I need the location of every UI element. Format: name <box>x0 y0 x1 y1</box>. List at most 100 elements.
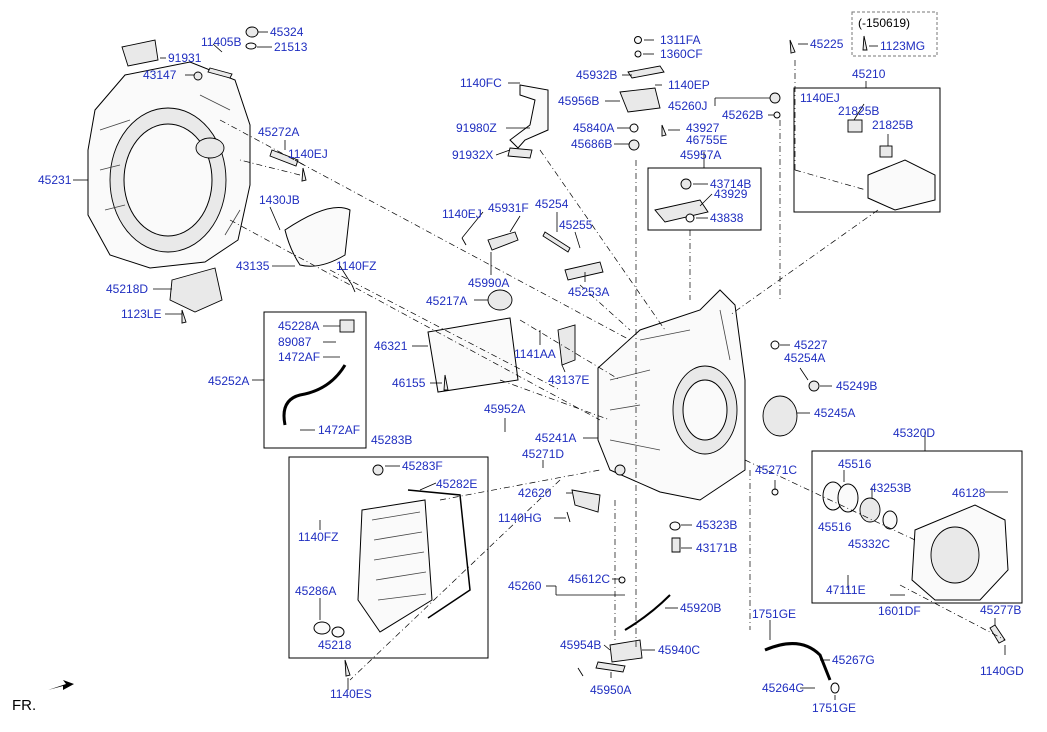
bolt-1123LE-shape <box>181 309 187 324</box>
label-45267G: 45267G <box>832 653 875 667</box>
label-1123LE: 1123LE <box>121 307 161 321</box>
label-45283F: 45283F <box>402 459 443 473</box>
label-45952A: 45952A <box>484 402 525 416</box>
fitting-45228A-shape <box>339 319 355 333</box>
label-45218D: 45218D <box>106 282 148 296</box>
washer-45218-shape <box>331 626 345 638</box>
label-1751GE-2: 1751GE <box>812 701 856 715</box>
label-45228A: 45228A <box>278 319 319 333</box>
plug-45260J-shape <box>769 92 781 104</box>
plug-45249B-shape <box>808 380 820 392</box>
washer-1360CF-shape <box>634 50 642 58</box>
label-45241A: 45241A <box>535 431 576 445</box>
seal-1751GE-shape <box>830 682 840 694</box>
label-45210: 45210 <box>852 67 886 81</box>
bracket-21825B-2-shape <box>879 145 893 158</box>
label-43137E: 43137E <box>548 373 589 387</box>
seal-45245A-shape <box>762 395 798 437</box>
bolt-1140EJ-shape <box>301 167 307 182</box>
bearing-45332C-shape <box>882 510 898 530</box>
bolt-43147-shape <box>193 71 203 81</box>
plug-45271D-shape <box>614 464 626 476</box>
label-45218: 45218 <box>318 638 352 652</box>
label-45516: 45516 <box>838 457 872 471</box>
label-45957A: 45957A <box>680 148 721 162</box>
label-45920B: 45920B <box>680 601 721 615</box>
plate-43929-shape <box>654 199 709 223</box>
label-91931: 91931 <box>168 51 202 65</box>
label-43253B: 43253B <box>870 481 911 495</box>
label-45283B: 45283B <box>371 433 412 447</box>
label-1140EP: 1140EP <box>668 78 710 92</box>
label-45260J: 45260J <box>668 99 707 113</box>
variant-note-box <box>851 11 938 57</box>
label-43147: 43147 <box>143 68 177 82</box>
label-45516-2: 45516 <box>818 520 852 534</box>
sensor-45920B-shape <box>624 594 671 631</box>
bracket-91931-shape <box>121 39 159 67</box>
clip-91932X-shape <box>507 147 533 159</box>
label-45253A: 45253A <box>568 285 609 299</box>
bolt-1123MG-shape <box>862 35 868 51</box>
front-arrow-icon <box>48 680 74 690</box>
seal-45217A-shape <box>487 289 513 311</box>
label-45323B: 45323B <box>696 518 737 532</box>
bracket-91980Z-shape <box>509 84 549 149</box>
group-box-45283B <box>288 456 489 659</box>
label-21513: 21513 <box>274 40 308 54</box>
label-1430JB: 1430JB <box>259 193 300 207</box>
label-1141AA: 1141AA <box>514 347 556 361</box>
label-1140EJ-tcm: 1140EJ <box>800 91 840 105</box>
label-45245A: 45245A <box>814 406 855 420</box>
label-45324: 45324 <box>270 25 304 39</box>
group-box-45320D <box>811 450 1023 604</box>
label-46128: 46128 <box>952 486 986 500</box>
oil-pan-shape <box>357 499 433 633</box>
label-45932B: 45932B <box>576 68 617 82</box>
label-91932X: 91932X <box>452 148 493 162</box>
label-45231: 45231 <box>38 173 72 187</box>
pin-43714B-shape <box>680 178 692 190</box>
bearing-43253B-shape <box>859 497 881 523</box>
label-45282E: 45282E <box>436 477 477 491</box>
group-box-45957A <box>647 167 762 231</box>
bolt-45225-shape <box>789 39 796 54</box>
alignment-lines <box>219 60 1006 681</box>
plug-45283F-shape <box>372 464 384 476</box>
label-1140HG: 1140HG <box>498 511 542 525</box>
seal-45840A-shape <box>629 123 639 133</box>
oil-filter-46321-shape <box>427 317 519 393</box>
bolt-1140ES-shape <box>344 659 351 677</box>
part-labels: 45324 11405B 91931 21513 43147 45231 452… <box>12 16 1024 715</box>
label-45956B: 45956B <box>558 94 599 108</box>
label-45277B: 45277B <box>980 603 1021 617</box>
label-11405B: 11405B <box>201 35 241 49</box>
leader-lines <box>73 31 1008 700</box>
label-45217A: 45217A <box>426 294 467 308</box>
label-45931F: 45931F <box>488 201 529 215</box>
label-1751GE: 1751GE <box>752 607 796 621</box>
plate-45950A-shape <box>595 661 626 673</box>
label-45686B: 45686B <box>571 137 612 151</box>
label-1601DF: 1601DF <box>878 604 921 618</box>
label-43927: 43927 <box>686 121 720 135</box>
plug-45324-shape <box>245 26 259 38</box>
front-direction-label: FR. <box>12 697 36 714</box>
label-91980Z: 91980Z <box>456 121 497 135</box>
label-47111E: 47111E <box>826 583 866 597</box>
bolt-1140EJ-2-shape <box>461 237 467 246</box>
label-45990A: 45990A <box>468 276 509 290</box>
seal-45286A-shape <box>313 621 331 635</box>
label-45320D: 45320D <box>893 426 935 440</box>
label-43838: 43838 <box>710 211 744 225</box>
label-43929: 43929 <box>714 187 748 201</box>
bracket-45272A-shape <box>269 149 299 167</box>
bracket-45218D-shape <box>169 267 223 313</box>
lever-45931F-shape <box>487 231 519 251</box>
nut-1311FA-shape <box>634 36 642 44</box>
label-45252A: 45252A <box>208 374 249 388</box>
bolt-45954B-shape <box>577 667 584 677</box>
label-43714B: 43714B <box>710 177 751 191</box>
